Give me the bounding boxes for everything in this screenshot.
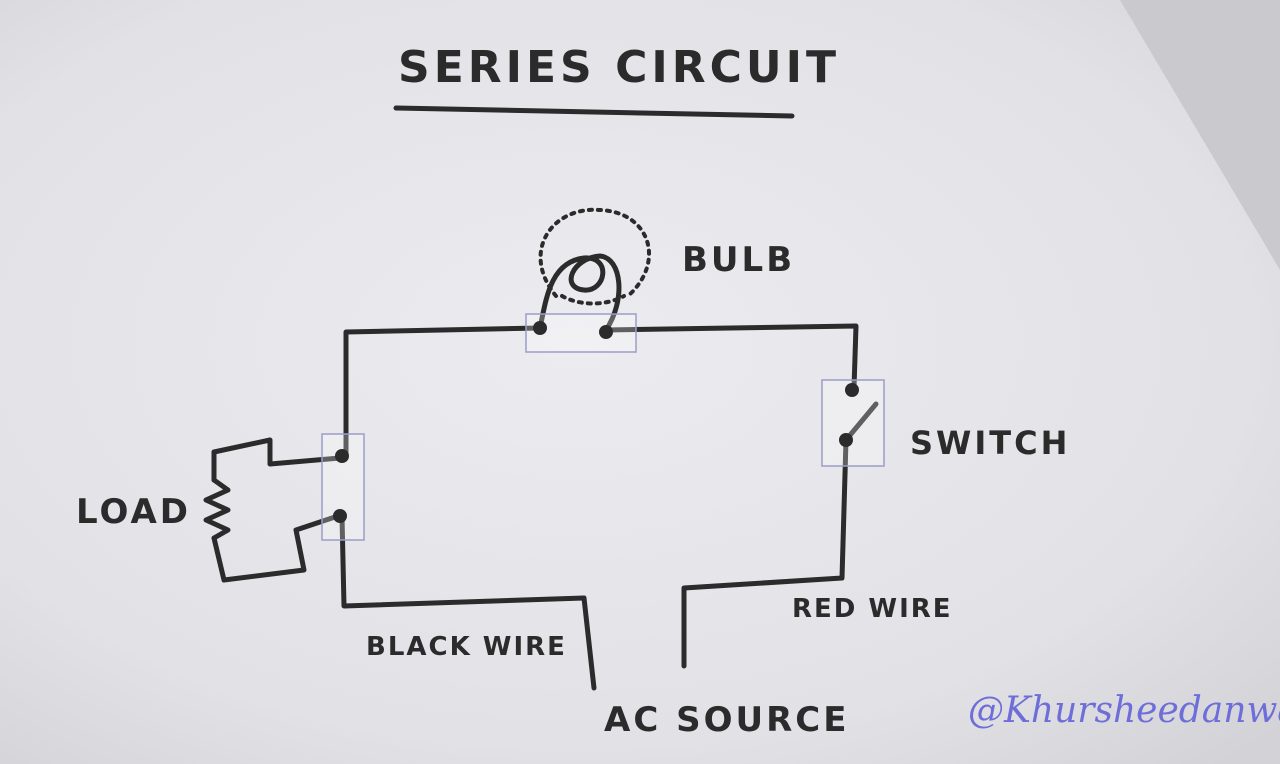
bulb-base-dots <box>560 294 626 306</box>
load-upper-lead <box>211 437 343 483</box>
black-wire-path <box>339 513 597 691</box>
switch-label: SWITCH <box>910 424 1071 462</box>
paper-fold-shadow <box>1120 0 1280 270</box>
load-lower-lead <box>211 513 341 583</box>
red-wire-path <box>681 437 849 669</box>
top-left-wire <box>343 325 543 461</box>
bulb-filament <box>537 253 622 333</box>
load-resistor <box>203 477 231 541</box>
switch-blade <box>843 401 879 443</box>
author-watermark: @Khursheedanwar <box>968 690 1280 731</box>
tape-pieces <box>321 313 885 541</box>
switch-terminal-top <box>845 383 859 397</box>
top-right-wire <box>603 323 859 391</box>
load-label: LOAD <box>76 492 191 532</box>
black-wire-label: BLACK WIRE <box>366 632 567 662</box>
diagram-title: SERIES CIRCUIT <box>398 42 841 93</box>
load-terminal-bottom <box>333 509 347 523</box>
load-terminal-top <box>335 449 349 463</box>
title-underline <box>393 105 795 119</box>
bulb-terminal-right <box>599 325 613 339</box>
ac-source-label: AC SOURCE <box>604 700 850 740</box>
terminals <box>333 321 859 523</box>
bulb-glass <box>538 207 652 298</box>
bulb-terminal-left <box>533 321 547 335</box>
switch-terminal-bottom <box>839 433 853 447</box>
red-wire-label: RED WIRE <box>792 594 953 624</box>
circuit-wires <box>203 253 879 691</box>
bulb-label: BULB <box>682 240 796 280</box>
